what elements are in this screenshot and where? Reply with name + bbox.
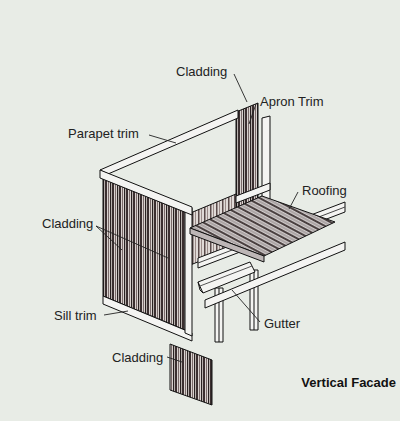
part-label: Gutter	[264, 316, 300, 332]
part-label: Apron Trim	[260, 94, 324, 110]
part-label: Sill trim	[54, 308, 97, 324]
part-label: Cladding	[112, 350, 163, 366]
part-label: Roofing	[302, 183, 347, 199]
part-label: Cladding	[176, 64, 227, 80]
diagram-title: Vertical Facade	[301, 375, 396, 391]
part-label: Cladding	[42, 216, 93, 232]
part-label: Parapet trim	[68, 126, 139, 142]
